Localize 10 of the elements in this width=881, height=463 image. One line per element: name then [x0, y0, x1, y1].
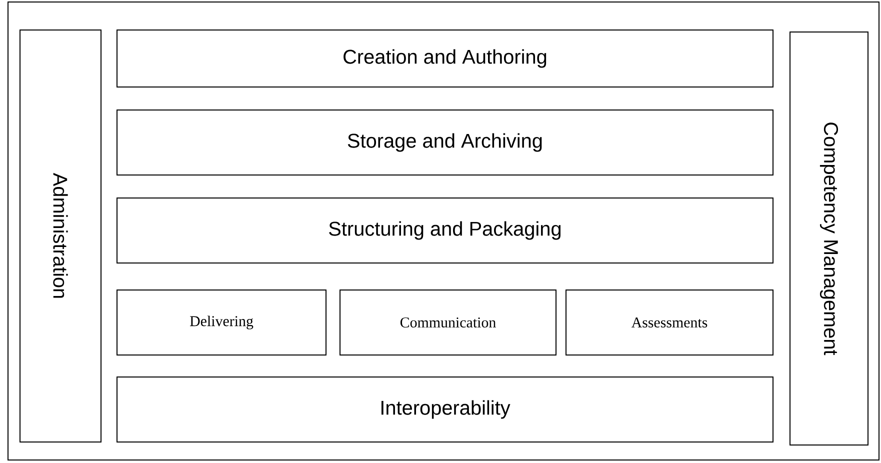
frame-box — [8, 2, 880, 460]
layer-box: Interoperability — [116, 376, 774, 442]
side-panel: Competency Management — [790, 32, 868, 446]
layer-box: Assessments — [566, 290, 774, 356]
layer-box: Structuring and Packaging — [116, 198, 774, 264]
layer-box: Creation and Authoring — [116, 30, 774, 88]
layer-box: Delivering — [116, 290, 326, 356]
layer-box: Communication — [340, 290, 556, 356]
side-panel: Administration — [20, 30, 102, 442]
layer-box: Storage and Archiving — [116, 110, 774, 176]
